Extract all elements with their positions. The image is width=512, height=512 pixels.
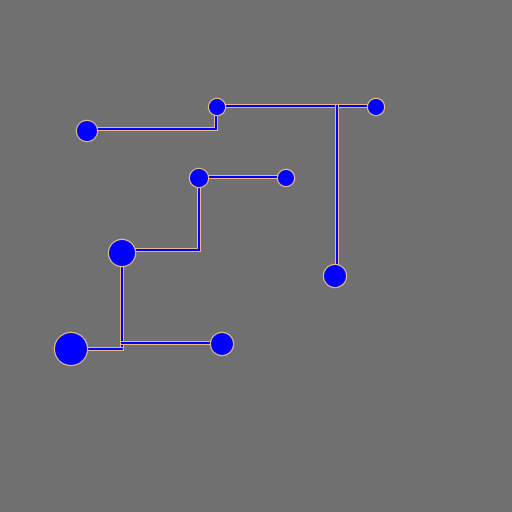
node-layer	[53, 97, 386, 367]
node-6	[278, 170, 294, 186]
node-3	[368, 99, 384, 115]
node-9	[211, 333, 233, 355]
wire-n5-n7	[121, 177, 200, 251]
node-4	[324, 265, 346, 287]
node-1	[77, 121, 97, 141]
node-8	[55, 333, 87, 365]
wire-layer	[69, 104, 378, 351]
node-2	[209, 99, 225, 115]
node-7	[109, 240, 135, 266]
node-5	[190, 169, 208, 187]
